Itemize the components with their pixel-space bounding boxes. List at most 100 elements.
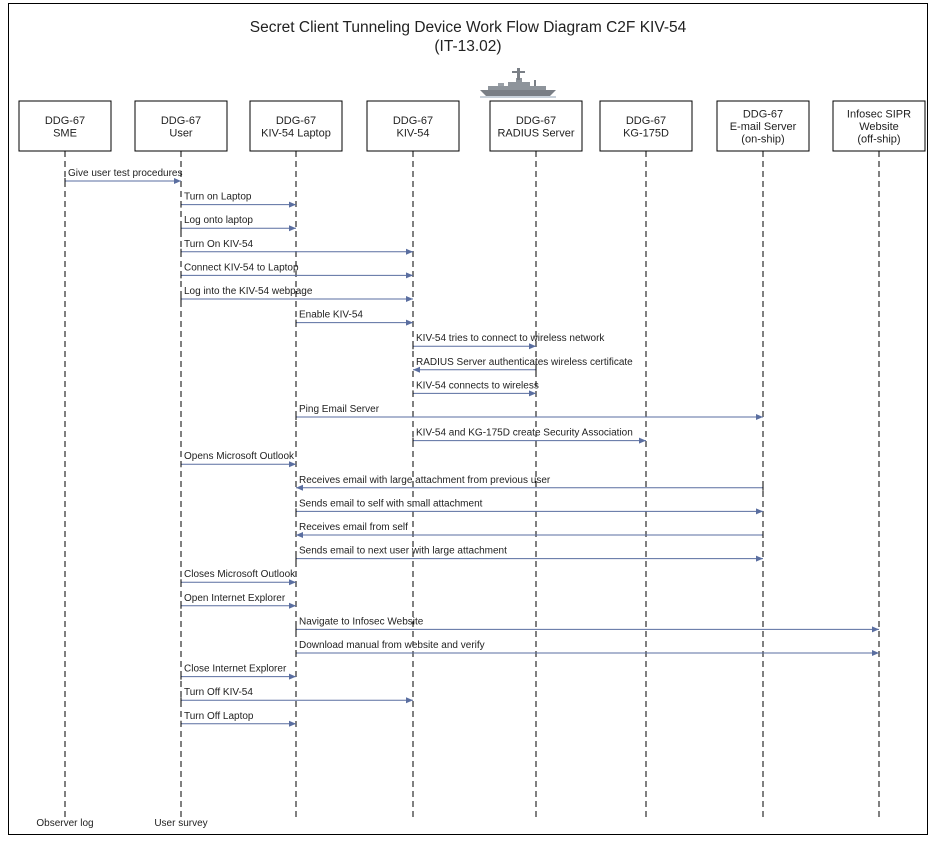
- message-label: Ping Email Server: [299, 404, 380, 415]
- actor-label-sme-0: DDG-67: [45, 115, 85, 127]
- message-label: Turn Off KIV-54: [184, 687, 253, 698]
- diagram-title: Secret Client Tunneling Device Work Flow…: [249, 19, 687, 36]
- message-arrowhead: [289, 201, 296, 208]
- message-22: Turn Off KIV-54: [180, 687, 413, 704]
- message-label: Sends email to next user with large atta…: [299, 546, 507, 557]
- message-label: Closes Microsoft Outlook: [184, 569, 296, 580]
- message-8: RADIUS Server authenticates wireless cer…: [413, 357, 633, 373]
- message-label: KIV-54 connects to wireless: [416, 380, 539, 391]
- message-23: Turn Off Laptop: [180, 711, 296, 727]
- actor-footer-sme: Observer log: [36, 818, 93, 829]
- message-18: Open Internet Explorer: [180, 593, 296, 609]
- actor-label-email-1: E-mail Server: [730, 121, 797, 133]
- message-arrowhead: [406, 272, 413, 279]
- actor-label-email-2: (on-ship): [741, 134, 784, 146]
- actor-label-kg-1: KG-175D: [623, 127, 669, 139]
- actor-box-user: [134, 100, 228, 152]
- message-arrowhead: [529, 343, 536, 350]
- message-arrowhead: [756, 555, 763, 562]
- actor-label-infosec-1: Website: [859, 121, 899, 133]
- actor-label-radius-1: RADIUS Server: [497, 127, 574, 139]
- actor-box-sme: [18, 100, 112, 152]
- message-label: Turn on Laptop: [184, 192, 252, 203]
- actor-label-user-0: DDG-67: [161, 115, 201, 127]
- message-arrowhead: [296, 484, 303, 491]
- message-label: Navigate to Infosec Website: [299, 616, 424, 627]
- message-arrowhead: [289, 602, 296, 609]
- message-16: Sends email to next user with large atta…: [295, 546, 763, 562]
- diagram-frame: [8, 3, 928, 835]
- message-label: RADIUS Server authenticates wireless cer…: [416, 357, 633, 368]
- message-arrowhead: [296, 532, 303, 538]
- message-arrowhead: [413, 366, 420, 373]
- message-label: Turn On KIV-54: [184, 239, 254, 250]
- message-0: Give user test procedures: [64, 168, 183, 184]
- message-6: Enable KIV-54: [295, 310, 413, 326]
- message-arrowhead: [872, 650, 879, 656]
- message-5: Log into the KIV-54 webpage: [180, 286, 413, 302]
- message-arrowhead: [289, 579, 296, 586]
- message-arrowhead: [289, 720, 296, 727]
- message-arrowhead: [756, 508, 763, 515]
- actor-label-infosec-2: (off-ship): [857, 134, 900, 146]
- message-4: Connect KIV-54 to Laptop: [180, 262, 413, 279]
- message-2: Log onto laptop: [180, 215, 296, 232]
- message-arrowhead: [529, 390, 536, 397]
- message-arrowhead: [639, 437, 646, 444]
- message-label: Receives email with large attachment fro…: [299, 475, 551, 486]
- message-label: Log onto laptop: [184, 215, 253, 226]
- message-label: KIV-54 tries to connect to wireless netw…: [416, 333, 605, 344]
- destroyer-ship-icon: [480, 68, 556, 98]
- actor-box-kg: [599, 100, 693, 152]
- message-arrowhead: [289, 673, 296, 680]
- message-label: Receives email from self: [299, 522, 408, 533]
- message-13: Receives email with large attachment fro…: [296, 475, 764, 491]
- message-10: Ping Email Server: [295, 404, 763, 420]
- message-label: Open Internet Explorer: [184, 593, 286, 604]
- actor-label-radius-0: DDG-67: [516, 115, 556, 127]
- message-arrowhead: [756, 414, 763, 420]
- message-arrowhead: [872, 626, 879, 633]
- diagram-subtitle: (IT-13.02): [434, 38, 502, 55]
- message-3: Turn On KIV-54: [180, 239, 413, 255]
- actor-footer-user: User survey: [154, 818, 207, 829]
- message-label: Log into the KIV-54 webpage: [184, 286, 313, 297]
- message-1: Turn on Laptop: [180, 192, 296, 208]
- actor-label-laptop-0: DDG-67: [276, 115, 316, 127]
- message-arrowhead: [289, 225, 296, 232]
- actor-box-laptop: [249, 100, 343, 152]
- actor-label-infosec-0: Infosec SIPR: [847, 109, 911, 121]
- actor-box-radius: [489, 100, 583, 152]
- message-label: Connect KIV-54 to Laptop: [184, 262, 299, 273]
- actor-label-sme-1: SME: [53, 127, 77, 139]
- message-arrowhead: [174, 178, 181, 184]
- message-label: Sends email to self with small attachmen…: [299, 498, 483, 509]
- message-19: Navigate to Infosec Website: [295, 616, 879, 633]
- message-arrowhead: [406, 697, 413, 704]
- message-12: Opens Microsoft Outlook: [180, 451, 296, 468]
- message-label: Close Internet Explorer: [184, 664, 287, 675]
- message-arrowhead: [406, 248, 413, 255]
- actor-label-kiv-1: KIV-54: [396, 127, 429, 139]
- actor-box-kiv: [366, 100, 460, 152]
- message-17: Closes Microsoft Outlook: [180, 569, 296, 586]
- actor-label-kiv-0: DDG-67: [393, 115, 433, 127]
- actor-email: DDG-67E-mail Server(on-ship): [716, 100, 810, 152]
- message-label: Give user test procedures: [68, 168, 183, 179]
- message-label: KIV-54 and KG-175D create Security Assoc…: [416, 428, 633, 439]
- message-7: KIV-54 tries to connect to wireless netw…: [412, 333, 605, 350]
- actor-label-email-0: DDG-67: [743, 109, 783, 121]
- actor-label-user-1: User: [169, 127, 193, 139]
- actor-label-laptop-1: KIV-54 Laptop: [261, 127, 331, 139]
- message-20: Download manual from website and verify: [295, 640, 879, 656]
- actor-box-infosec: [832, 100, 926, 152]
- actor-label-kg-0: DDG-67: [626, 115, 666, 127]
